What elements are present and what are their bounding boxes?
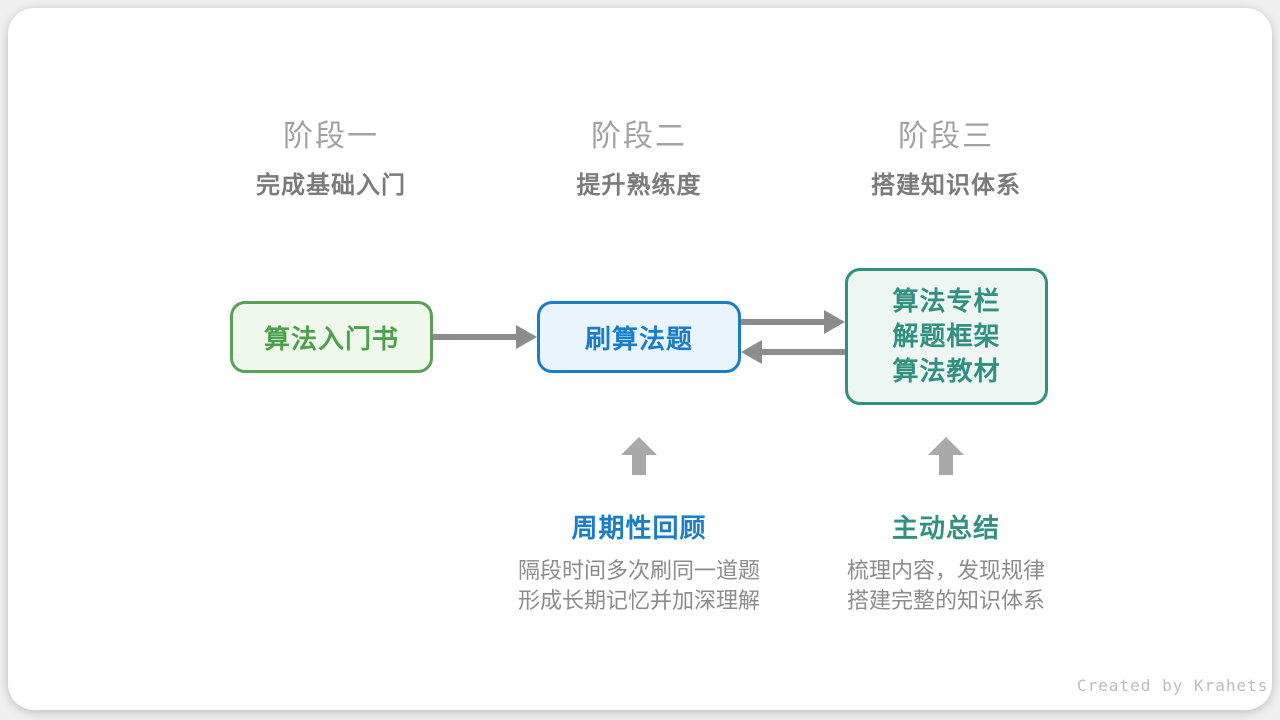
node-intro-book-label: 算法入门书 [263, 323, 399, 354]
stage-1-header: 阶段一 完成基础入门 [171, 120, 491, 200]
node-knowledge-line-2: 解题框架 [892, 321, 1001, 351]
node-knowledge-sources: 算法专栏 解题框架 算法教材 [845, 268, 1048, 405]
node-intro-book: 算法入门书 [230, 301, 433, 373]
annotation-summarize-desc-line1: 梳理内容，发现规律 [846, 558, 1045, 583]
annotation-review-title: 周期性回顾 [571, 513, 707, 543]
annotation-summarize-desc-line2: 搭建完整的知识体系 [846, 588, 1045, 613]
stage-3-title: 阶段三 [898, 120, 994, 153]
annotation-review-desc-line2: 形成长期记忆并加深理解 [517, 588, 760, 613]
arrow-up-summarize-icon [928, 437, 964, 475]
node-knowledge-line-3: 算法教材 [892, 356, 1001, 386]
annotation-summarize-desc: 梳理内容，发现规律 搭建完整的知识体系 [766, 556, 1126, 616]
arrow-right-stage2-to-stage3-icon [741, 310, 845, 334]
annotation-review-desc: 隔段时间多次刷同一道题 形成长期记忆并加深理解 [459, 556, 819, 616]
stage-1-title: 阶段一 [283, 120, 379, 153]
node-practice-problems: 刷算法题 [537, 301, 741, 373]
stage-2-subtitle: 提升熟练度 [576, 172, 702, 199]
node-practice-problems-label: 刷算法题 [584, 323, 693, 354]
node-knowledge-line-1: 算法专栏 [892, 286, 1001, 316]
arrow-right-stage1-to-stage2-icon [433, 325, 537, 349]
stage-3-subtitle: 搭建知识体系 [871, 172, 1021, 199]
stage-1-subtitle: 完成基础入门 [256, 172, 406, 199]
footer-credit: Created by Krahets [1077, 676, 1269, 695]
arrow-up-review-icon [621, 437, 657, 475]
annotation-review-desc-line1: 隔段时间多次刷同一道题 [517, 558, 760, 583]
stage-2-header: 阶段二 提升熟练度 [479, 120, 799, 200]
stage-3-header: 阶段三 搭建知识体系 [786, 120, 1106, 200]
arrow-left-stage3-to-stage2-icon [741, 340, 845, 364]
stage-2-title: 阶段二 [591, 120, 687, 153]
annotation-summarize-title: 主动总结 [891, 513, 1000, 543]
